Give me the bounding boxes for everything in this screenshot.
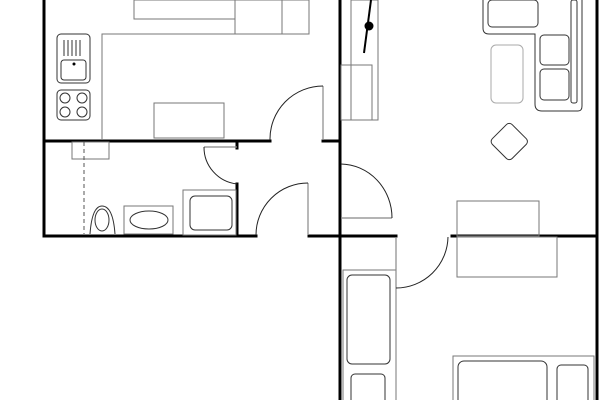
bedroom-desk [456, 236, 558, 278]
lamp-icon [363, 0, 374, 54]
sofa-icon [482, 0, 583, 112]
walls [42, 0, 599, 400]
coffee-table-icon [490, 122, 528, 161]
kitchen-shelf-1 [234, 0, 283, 35]
kitchen-cabinet-top [133, 0, 236, 20]
living-door-icon [340, 163, 393, 219]
entrance-door-icon [255, 182, 309, 236]
kitchen-counter [101, 33, 309, 139]
kitchen-shelf-2 [281, 0, 310, 35]
kitchen [56, 0, 310, 139]
wardrobe-icon [342, 237, 397, 400]
bath-mirror-shelf [71, 141, 110, 160]
kitchen-door-icon [269, 85, 324, 141]
living-cabinet [340, 64, 373, 121]
bedroom [342, 236, 595, 400]
kitchen-table [153, 102, 225, 139]
stove-icon [56, 89, 91, 121]
living-shelf-unit [350, 0, 379, 121]
toilet-icon [89, 205, 116, 235]
ottoman-icon [490, 44, 524, 104]
bed-icon [452, 355, 595, 400]
bedroom-door-icon [395, 236, 449, 289]
sink-icon [56, 33, 91, 84]
living-room [340, 0, 583, 237]
bathroom-door-icon [203, 146, 238, 185]
bathroom [71, 141, 237, 236]
washbasin-icon [123, 205, 174, 235]
shower-tray-icon [182, 189, 237, 236]
desk-icon [456, 200, 540, 237]
